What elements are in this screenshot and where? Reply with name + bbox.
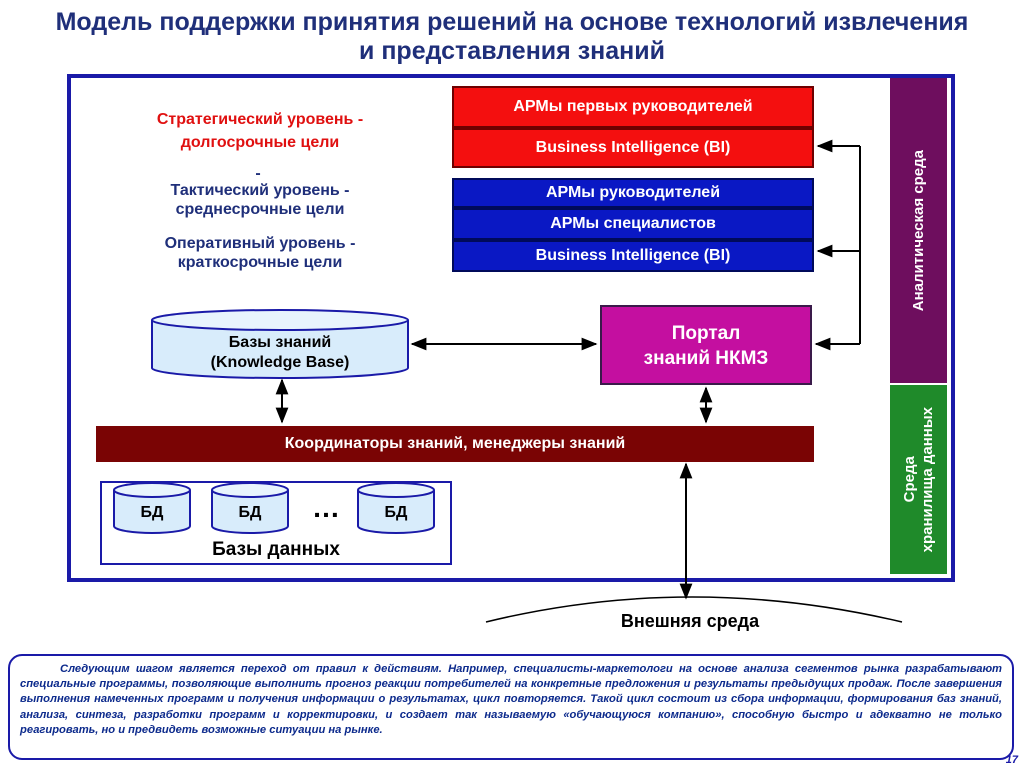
level-separator-dash: - <box>255 165 261 182</box>
external-environment-label: Внешняя среда <box>620 611 760 631</box>
bi-operational-label: Business Intelligence (BI) <box>535 247 731 264</box>
strategic-level-label: Стратегический уровень - долгосрочные це… <box>120 110 400 152</box>
knowledge-base-line-1: Базы знаний <box>228 334 332 351</box>
managers-arm-box: АРМы руководителей <box>452 178 814 208</box>
knowledge-base-line-2: (Knowledge Base) <box>210 354 350 371</box>
managers-arm-label: АРМы руководителей <box>545 184 721 201</box>
db-label-1: БД <box>140 504 164 521</box>
specialists-arm-label: АРМы специалистов <box>550 215 716 232</box>
tactical-level-label: Тактический уровень - среднесрочные цели <box>120 181 400 219</box>
operational-line-2: краткосрочные цели <box>177 254 343 271</box>
tactical-line-1: Тактический уровень - <box>170 182 350 199</box>
external-environment-arc <box>485 596 903 623</box>
operational-line-1: Оперативный уровень - <box>164 235 356 252</box>
portal-line-2: знаний НКМЗ <box>643 348 769 369</box>
knowledge-base-label: Базы знаний (Knowledge Base) <box>152 333 408 373</box>
knowledge-base-cylinder <box>151 309 409 379</box>
db-cylinder-1 <box>113 482 191 534</box>
page-title: Модель поддержки принятия решений на осн… <box>40 8 984 66</box>
analytic-environment-bar: Аналитическая среда <box>890 78 947 383</box>
explanation-note: Следующим шагом является переход от прав… <box>8 654 1014 760</box>
databases-caption: Базы данных <box>212 539 340 560</box>
knowledge-coordinators-bar: Координаторы знаний, менеджеры знаний <box>96 426 814 462</box>
db-label-2: БД <box>238 504 262 521</box>
operational-level-label: Оперативный уровень - краткосрочные цели <box>120 234 400 272</box>
page-number: 17 <box>1005 754 1018 766</box>
databases-group <box>100 481 452 565</box>
top-executives-arm-label: АРМы первых руководителей <box>513 98 753 115</box>
portal-line-1: Портал <box>671 323 741 344</box>
top-executives-arm-box: АРМы первых руководителей <box>452 86 814 128</box>
knowledge-portal-box: Портал знаний НКМЗ <box>600 305 812 385</box>
strategic-line-1: Стратегический уровень - <box>156 111 364 128</box>
db-cylinder-3 <box>357 482 435 534</box>
tactical-line-2: среднесрочные цели <box>175 201 345 218</box>
db-cylinder-2 <box>211 482 289 534</box>
bi-strategic-box: Business Intelligence (BI) <box>452 128 814 168</box>
strategic-line-2: долгосрочные цели <box>180 134 340 151</box>
title-line-2: и представления знаний <box>359 37 665 65</box>
db-label-3: БД <box>384 504 408 521</box>
knowledge-coordinators-label: Координаторы знаний, менеджеры знаний <box>284 435 626 452</box>
bi-strategic-label: Business Intelligence (BI) <box>535 139 731 156</box>
data-warehouse-bar: Среда хранилища данных <box>890 385 947 574</box>
portal-bi-connector <box>814 139 861 351</box>
db-ellipsis: … <box>312 492 340 523</box>
title-line-1: Модель поддержки принятия решений на осн… <box>55 8 969 36</box>
bi-operational-box: Business Intelligence (BI) <box>452 240 814 272</box>
specialists-arm-box: АРМы специалистов <box>452 208 814 240</box>
